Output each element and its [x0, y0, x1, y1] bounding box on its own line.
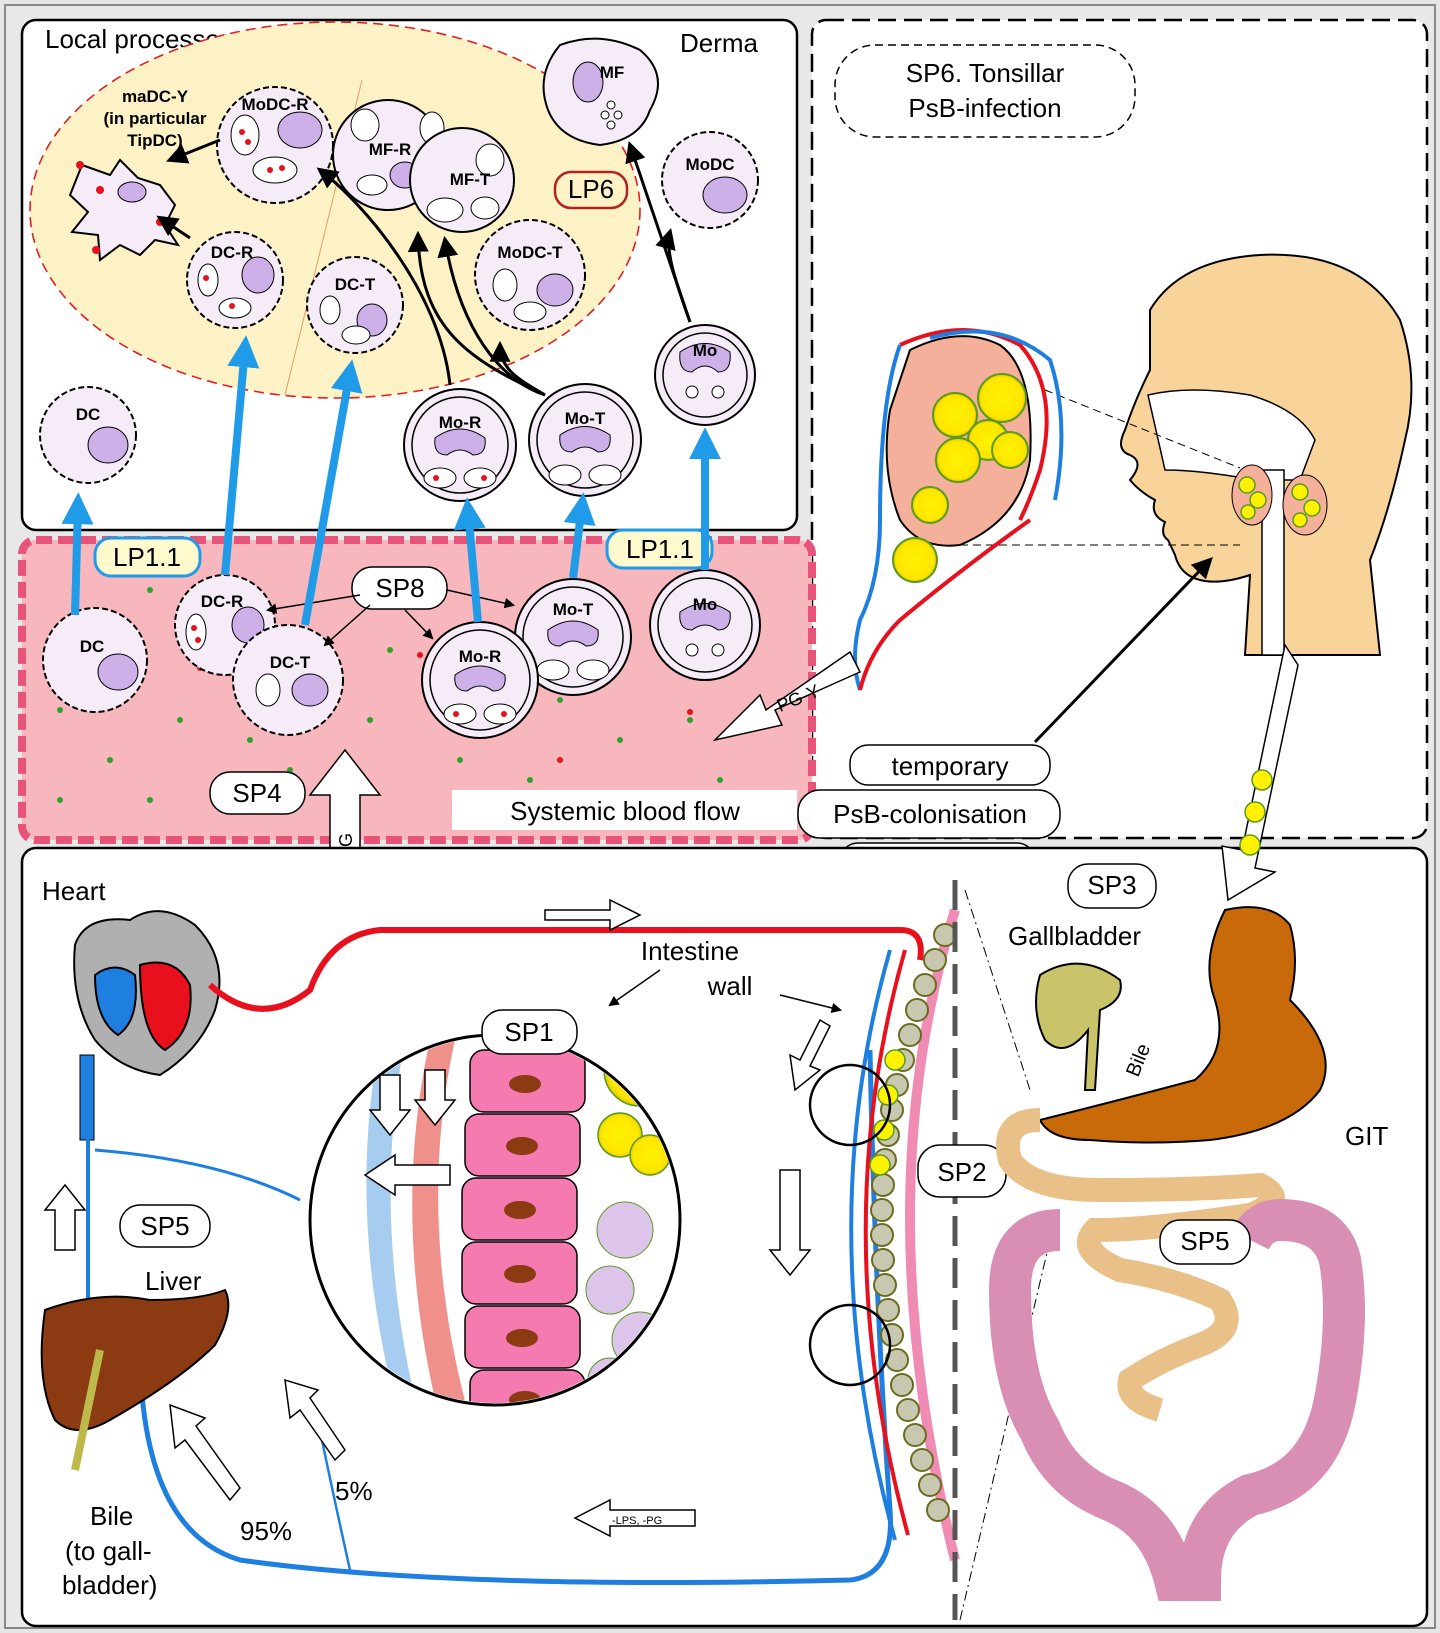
derma-label: Derma — [680, 28, 759, 58]
mo-r-cell-blood — [422, 622, 538, 738]
gallbladder-label: Gallbladder — [1008, 921, 1141, 951]
mf-t-label: MF-T — [450, 170, 491, 189]
lp1-right-label: LP1.1 — [626, 534, 694, 564]
mo-cell-local — [655, 325, 755, 425]
sp1-label: SP1 — [504, 1017, 553, 1047]
tonsil-title-2: PsB-infection — [908, 93, 1061, 123]
modc-cell — [662, 132, 758, 228]
sp5-right-label: SP5 — [1180, 1226, 1229, 1256]
lp1-left-label: LP1.1 — [113, 542, 181, 572]
temporary-label: temporary — [891, 751, 1008, 781]
psb-colonisation-label: PsB-colonisation — [833, 799, 1027, 829]
dc-t-blood-label: DC-T — [270, 653, 311, 672]
intestine-label-1: Intestine — [641, 936, 739, 966]
return-arrow-bottom-label: -LPS, -PG — [612, 1515, 662, 1527]
sp8-label: SP8 — [375, 573, 424, 603]
mo-t-cell-local — [529, 384, 641, 496]
git-label: GIT — [1345, 1121, 1388, 1151]
sp4-label: SP4 — [232, 778, 281, 808]
mo-r-cell-local — [404, 389, 516, 501]
mo-r-local-label: Mo-R — [439, 413, 481, 432]
tonsil-panel: SP6. Tonsillar PsB-infection — [812, 20, 1427, 838]
bile-label-3: bladder) — [62, 1570, 157, 1600]
dc-local-label: DC — [76, 405, 101, 424]
liver-label: Liver — [145, 1266, 202, 1296]
sp3-label: SP3 — [1087, 870, 1136, 900]
sp2-label: SP2 — [937, 1157, 986, 1187]
dc-cell-local — [40, 387, 136, 483]
bile-label-1: Bile — [90, 1501, 133, 1531]
mo-r-blood-label: Mo-R — [459, 647, 501, 666]
mo-t-blood-label: Mo-T — [553, 600, 594, 619]
pct5-label: 5% — [335, 1476, 373, 1506]
dc-r-local-label: DC-R — [211, 243, 254, 262]
dc-cell-blood — [43, 608, 147, 712]
mf-r-label: MF-R — [369, 140, 411, 159]
mf-label: MF — [600, 63, 625, 82]
bile-label-2: (to gall- — [65, 1536, 152, 1566]
modc-label: MoDC — [685, 155, 734, 174]
vena-cava — [80, 1055, 94, 1140]
dc-t-cell-local — [307, 257, 403, 353]
madc-y-label-1: maDC-Y — [122, 87, 189, 106]
mo-t-local-label: Mo-T — [565, 409, 606, 428]
local-processes-panel: Local processes Derma LP6 maDC-Y (in par… — [22, 20, 797, 530]
modc-r-label: MoDC-R — [241, 95, 308, 114]
modc-t-label: MoDC-T — [497, 243, 563, 262]
mo-cell-blood — [650, 570, 760, 680]
dc-t-cell-blood — [233, 625, 343, 735]
pct95-label: 95% — [240, 1516, 292, 1546]
tonsil-title-1: SP6. Tonsillar — [906, 58, 1065, 88]
intestine-label-2: wall — [707, 971, 753, 1001]
dc-t-local-label: DC-T — [335, 275, 376, 294]
lp6-label: LP6 — [568, 174, 614, 204]
heart-label: Heart — [42, 876, 106, 906]
sp5-left-label: SP5 — [140, 1211, 189, 1241]
flow-label: Systemic blood flow — [510, 796, 740, 826]
dc-blood-label: DC — [80, 637, 105, 656]
mo-local-label: Mo — [693, 341, 718, 360]
modc-t-cell — [475, 220, 585, 330]
madc-y-label-3: TipDC) — [127, 131, 182, 150]
madc-y-label-2: (in particular — [104, 109, 207, 128]
mo-blood-label: Mo — [693, 595, 718, 614]
dc-r-blood-label: DC-R — [201, 592, 244, 611]
